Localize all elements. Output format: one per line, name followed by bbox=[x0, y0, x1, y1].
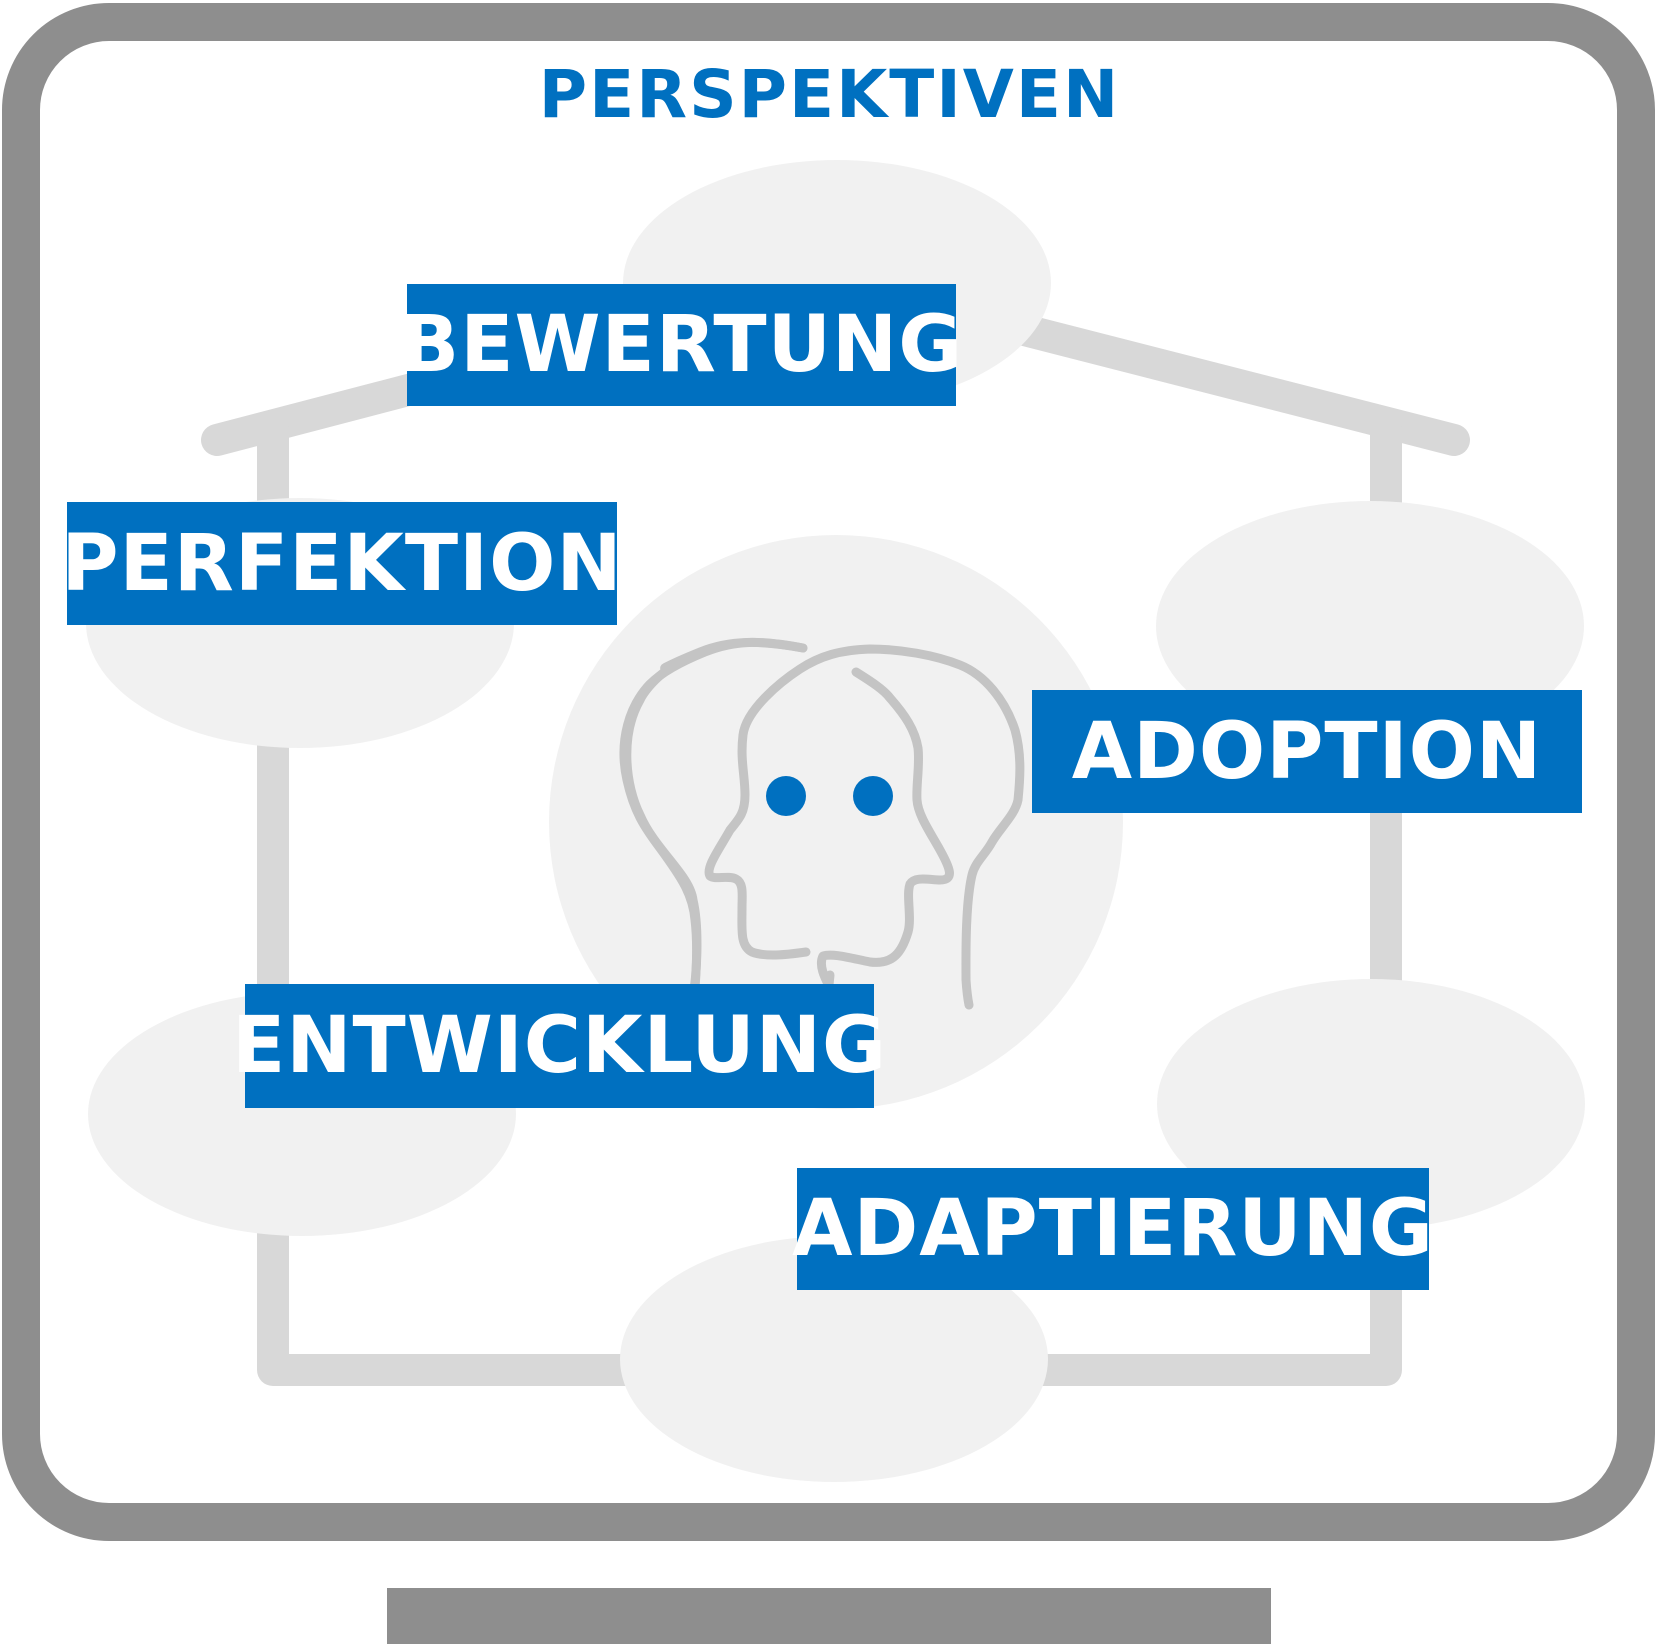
label-adaptierung-text: ADAPTIERUNG bbox=[792, 1184, 1434, 1274]
label-bewertung: BEWERTUNG bbox=[400, 284, 962, 406]
head-profile-icon bbox=[619, 637, 1025, 1010]
monitor-stand bbox=[387, 1588, 1271, 1644]
ellipse-upper-right bbox=[1156, 501, 1584, 751]
left-eye-icon bbox=[766, 776, 806, 816]
label-adaptierung: ADAPTIERUNG bbox=[792, 1168, 1433, 1290]
inner-face-outline bbox=[704, 644, 1025, 1010]
label-bewertung-text: BEWERTUNG bbox=[399, 300, 964, 390]
face-profile-outline bbox=[816, 667, 954, 993]
ellipse-lower-right bbox=[1157, 979, 1585, 1229]
label-adoption: ADOPTION bbox=[1032, 690, 1582, 813]
right-eye-icon bbox=[853, 776, 893, 816]
diagram-title: PERSPEKTIVEN bbox=[538, 56, 1121, 133]
neck-segment bbox=[824, 970, 835, 990]
label-adoption-text: ADOPTION bbox=[1071, 706, 1543, 797]
label-perfektion-text: PERFEKTION bbox=[61, 518, 623, 609]
label-entwicklung-text: ENTWICKLUNG bbox=[231, 1001, 888, 1091]
ellipse-bottom bbox=[620, 1236, 1048, 1482]
eyes bbox=[766, 776, 893, 816]
label-perfektion: PERFEKTION bbox=[61, 502, 622, 625]
back-head-outline-left bbox=[619, 637, 808, 993]
label-entwicklung: ENTWICKLUNG bbox=[232, 984, 886, 1108]
